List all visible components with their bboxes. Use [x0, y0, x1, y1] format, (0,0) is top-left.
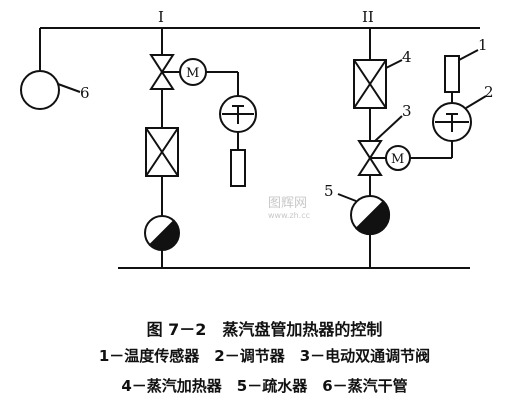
watermark-line1: 图辉网 [268, 196, 308, 211]
figure-title: 图 7－2 蒸汽盘管加热器的控制 [146, 320, 383, 339]
motor-symbol-right: M [391, 152, 404, 167]
label-6: 6 [80, 84, 90, 102]
watermark-line2: www.zh.cc [268, 211, 311, 220]
branch-label-ii: II [362, 8, 374, 26]
label-2: 2 [484, 83, 494, 101]
left-heater-cross-b [145, 127, 179, 177]
right-drain-trap-fill [355, 200, 391, 236]
right-steam-heater [353, 59, 387, 109]
label-5: 5 [324, 182, 334, 200]
watermark: 图辉网 www.zh.cc [268, 192, 310, 220]
steam-main-circle [20, 70, 60, 110]
leader-5 [337, 193, 357, 202]
branch-label-i: I [158, 8, 164, 26]
label-1: 1 [478, 36, 488, 54]
left-steam-heater [145, 127, 179, 177]
label-4: 4 [402, 48, 412, 66]
motor-symbol-left: M [186, 66, 199, 81]
label-3: 3 [402, 102, 412, 120]
leader-2 [465, 95, 487, 109]
leader-6 [57, 83, 81, 93]
left-temperature-sensor [230, 149, 246, 187]
right-valve-bottom [357, 156, 383, 176]
left-drain-trap-fill [148, 219, 180, 251]
legend-line-2: 4－蒸汽加热器 5－疏水器 6－蒸汽干管 [121, 377, 408, 395]
right-valve-top [357, 140, 383, 160]
legend-line-1: 1－温度传感器 2－调节器 3－电动双通调节阀 [98, 347, 431, 365]
leader-4 [385, 59, 403, 69]
left-valve-bottom [149, 70, 175, 90]
right-temperature-sensor [444, 55, 460, 93]
leader-1 [458, 49, 479, 61]
left-valve-top [149, 54, 175, 74]
leader-3 [374, 115, 403, 142]
steam-coil-heater-control-diagram: I II M M 6 1 2 3 4 5 [20, 8, 494, 269]
right-heater-cross-b [353, 59, 387, 109]
